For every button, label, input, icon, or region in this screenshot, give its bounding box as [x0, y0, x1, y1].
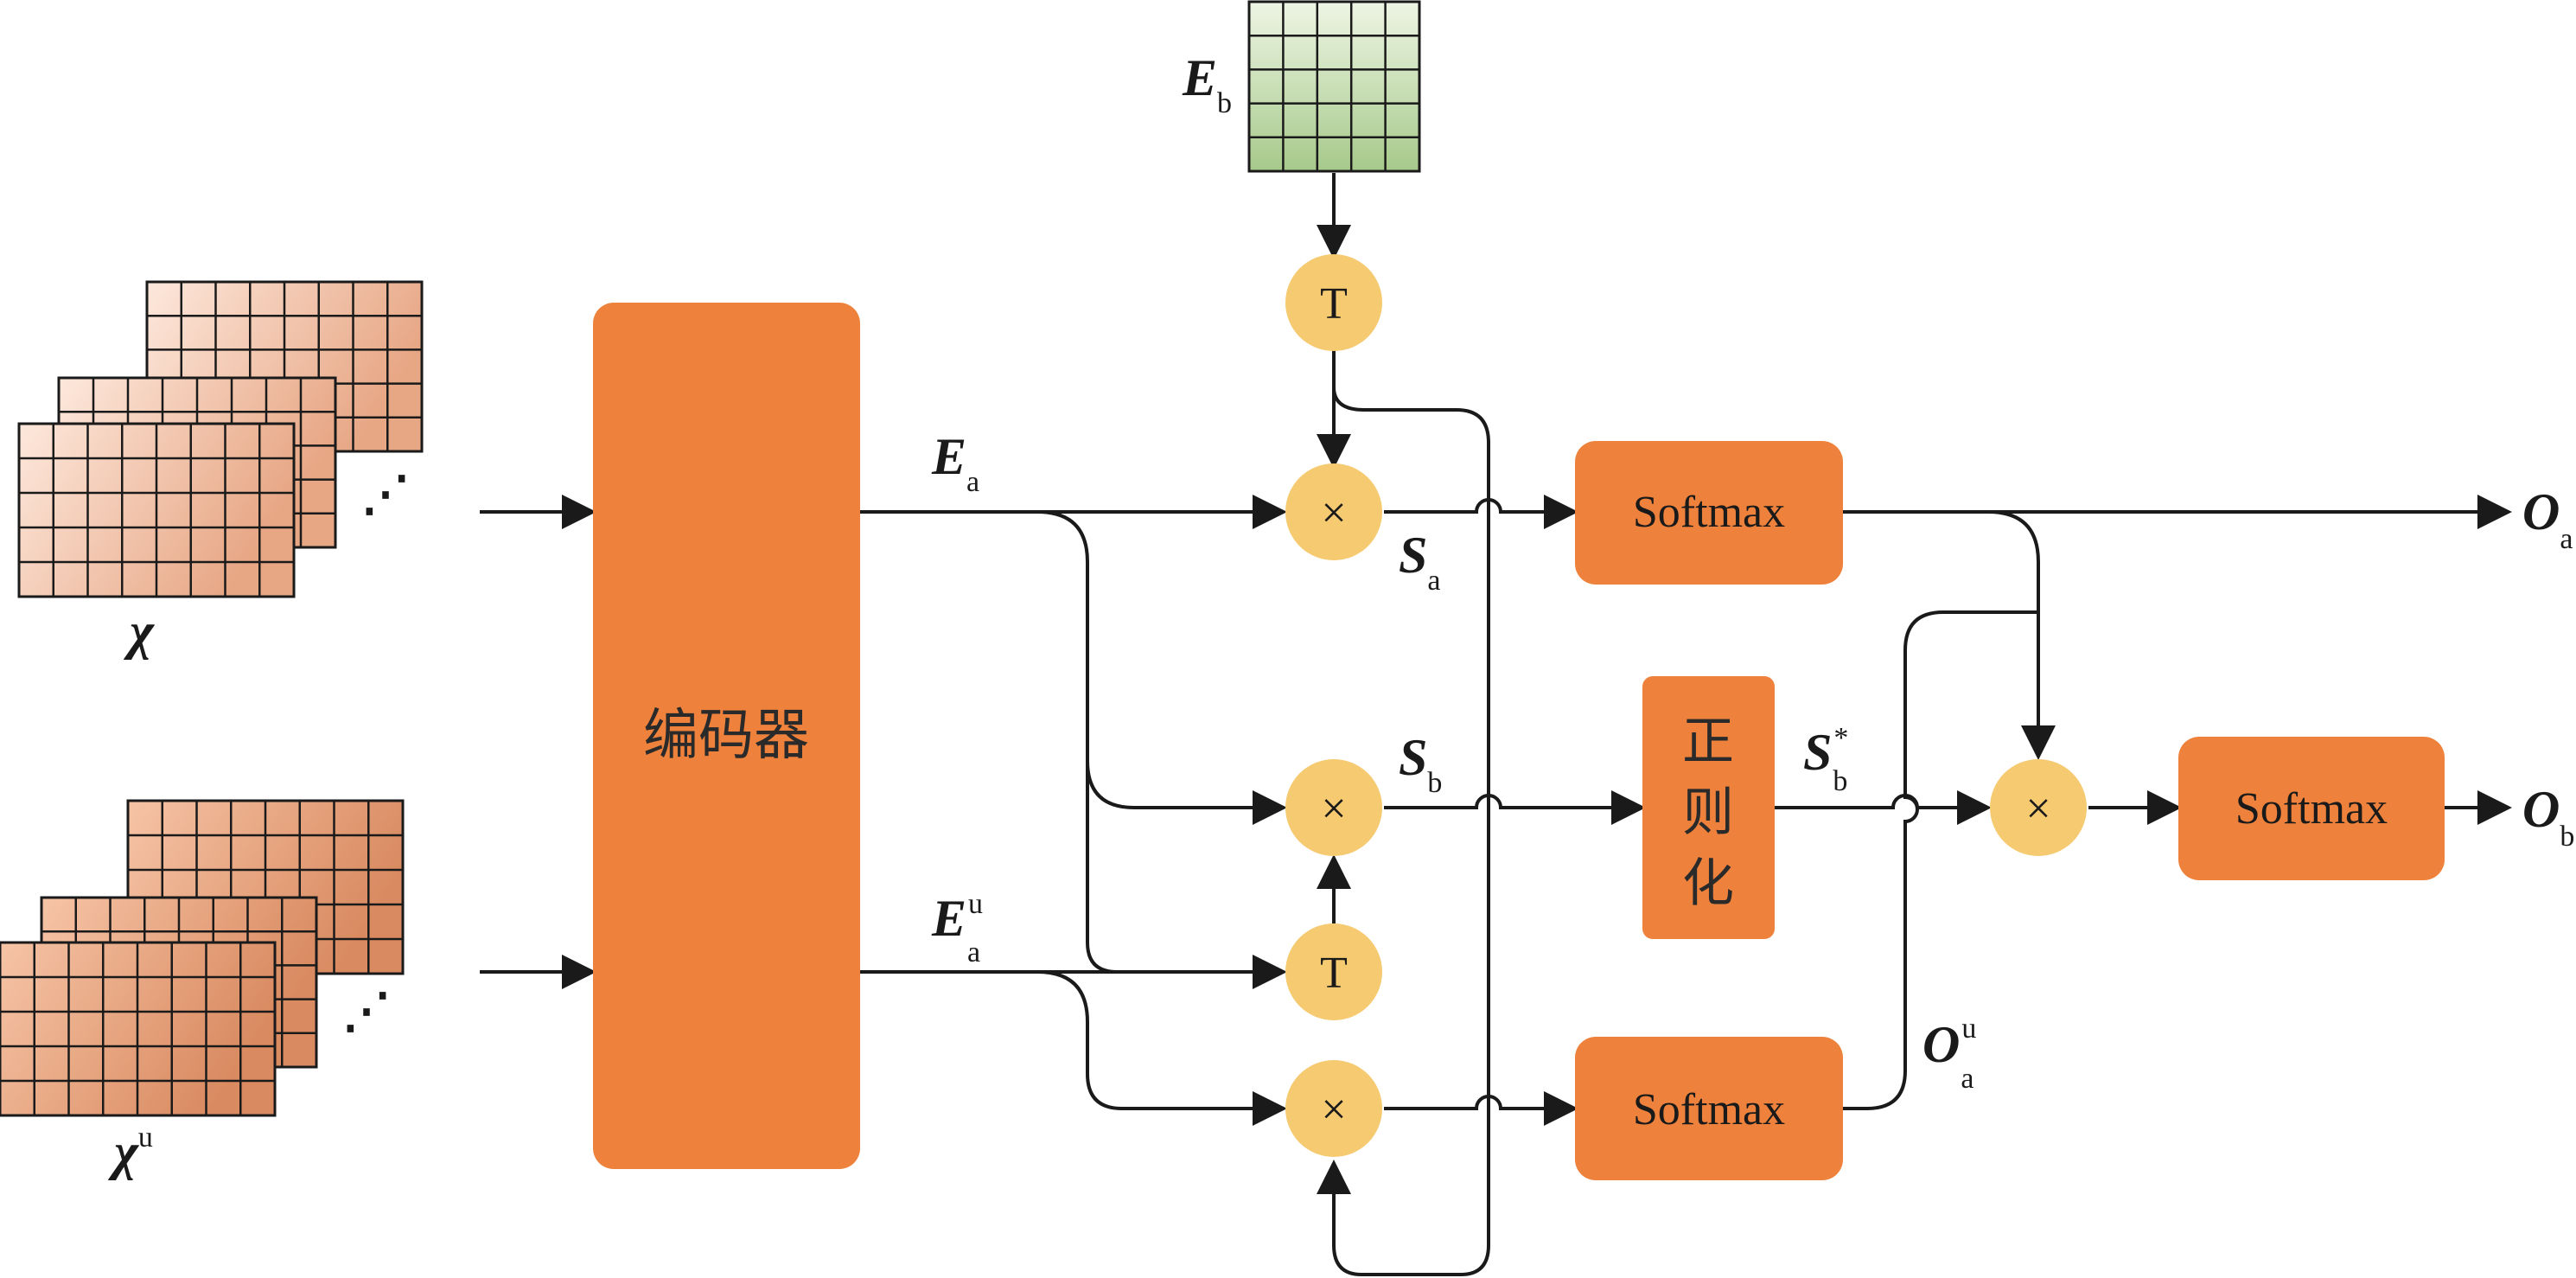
- embedding-grid-eb: [1247, 0, 1421, 173]
- multiply-circle-right: [1990, 759, 2087, 856]
- softmax-top-label: Softmax: [1633, 488, 1785, 537]
- wire-sbstar-to-mult-right: [1775, 790, 1992, 825]
- multiply-label-right: ×: [2025, 784, 2050, 834]
- label-chi-u: χu: [108, 1121, 153, 1180]
- stack-ellipsis-top: ⋰: [361, 468, 410, 521]
- multiply-label-bottom: ×: [1321, 1085, 1346, 1134]
- wire-eau-to-mult-bottom: [1036, 970, 1287, 1126]
- wire-softmax-top-to-mult-right: [1987, 510, 2056, 760]
- transpose-label-lower: T: [1320, 949, 1348, 998]
- encoder-box: [593, 303, 860, 1169]
- wires: [480, 173, 2512, 1276]
- wire-sb-to-normalize: [1384, 790, 1646, 825]
- label-chi: χ: [124, 603, 155, 660]
- label-e-a: Ea: [931, 428, 979, 498]
- softmax-bottom-label: Softmax: [1633, 1085, 1785, 1134]
- label-s-b-star: S*b: [1803, 722, 1848, 797]
- wire-sa-to-softmax: [1384, 495, 1578, 529]
- multiply-circle-bottom: [1285, 1060, 1382, 1157]
- wire-transpose-loop-to-mult-bottom: [1317, 387, 1490, 1276]
- normalize-char-2: 则: [1682, 783, 1734, 843]
- stack-ellipsis-bottom: ⋰: [342, 985, 391, 1038]
- softmax-right-box: [2178, 737, 2445, 880]
- label-o-b: Ob: [2522, 781, 2574, 853]
- normalize-char-1: 正: [1682, 712, 1734, 772]
- multiply-label-a: ×: [1321, 489, 1346, 538]
- grid-eb-matrix: [1247, 0, 1421, 173]
- normalize-char-3: 化: [1682, 853, 1734, 914]
- softmax-right-label: Softmax: [2235, 784, 2388, 834]
- grid-chi-front: [17, 422, 296, 598]
- multiply-circle-b: [1285, 759, 1382, 856]
- input-grid-stack-chi-u: [0, 799, 405, 1117]
- label-e-b: Eb: [1182, 49, 1232, 119]
- transpose-circle-lower: [1285, 923, 1382, 1020]
- label-s-a: Sa: [1399, 527, 1440, 597]
- softmax-bottom-box: [1575, 1037, 1843, 1180]
- input-grid-stack-chi: [17, 280, 424, 598]
- wire-mult-bottom-to-softmax: [1384, 1091, 1578, 1126]
- softmax-top-box: [1575, 441, 1843, 585]
- grid-chiu-front: [0, 941, 277, 1117]
- normalize-box: [1642, 676, 1775, 939]
- wire-ea-to-mult-b: [1036, 510, 1287, 825]
- encoder-label: 编码器: [643, 704, 809, 768]
- multiply-circle-a: [1285, 463, 1382, 560]
- transpose-label-top: T: [1320, 279, 1348, 329]
- label-s-b: Sb: [1399, 729, 1442, 799]
- label-o-a: Oa: [2522, 483, 2573, 555]
- multiply-label-b: ×: [1321, 784, 1346, 834]
- transpose-circle-top: [1285, 254, 1382, 351]
- wire-ea-to-transpose-lower: [1086, 761, 1287, 989]
